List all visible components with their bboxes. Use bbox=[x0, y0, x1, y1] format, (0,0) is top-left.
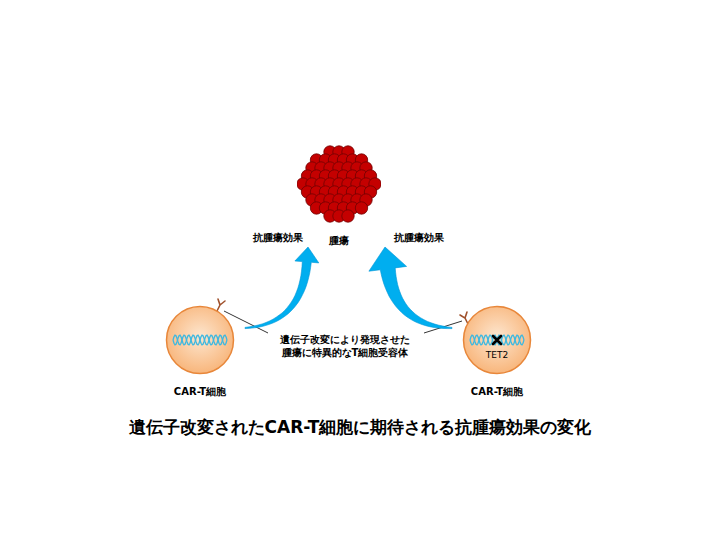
gene-label: TET2 bbox=[462, 350, 532, 361]
car-t-cell-node: CAR-T細胞 bbox=[155, 305, 245, 398]
knockout-cross bbox=[493, 336, 501, 344]
edge-label: 抗腫瘍効果 bbox=[393, 232, 445, 244]
cell-label: CAR-T細胞 bbox=[174, 386, 226, 398]
dna-strand bbox=[173, 335, 227, 345]
cell-label: CAR-T細胞 bbox=[471, 386, 523, 398]
car-t-cell-node: TET2CAR-T細胞 bbox=[452, 305, 542, 398]
effect-arrow bbox=[369, 247, 452, 329]
receptor-symbol bbox=[217, 299, 225, 311]
dna-strand bbox=[470, 335, 524, 345]
caption: 遺伝子改変されたCAR-T細胞に期待される抗腫瘍効果の変化 bbox=[0, 416, 720, 439]
tumor-cluster bbox=[297, 145, 381, 223]
dna-strand bbox=[173, 335, 227, 345]
cell-membrane bbox=[464, 307, 531, 374]
cell-circle bbox=[165, 305, 235, 375]
tumor-label: 腫瘍 bbox=[329, 235, 349, 247]
tumor-cell bbox=[355, 202, 367, 214]
edge-label: 抗腫瘍効果 bbox=[252, 232, 304, 244]
tumor-cell bbox=[342, 210, 354, 222]
tumor-node: 腫瘍 bbox=[297, 145, 381, 247]
cell-body bbox=[165, 305, 235, 375]
effect-arrow bbox=[245, 247, 319, 329]
cell-circle bbox=[462, 305, 532, 375]
receptor-note: 遺伝子改変により発現させた 腫瘍に特異的なT細胞受容体 bbox=[277, 333, 413, 359]
cell-body: TET2 bbox=[462, 305, 532, 375]
receptor-symbol bbox=[460, 312, 468, 324]
cell-membrane bbox=[167, 307, 234, 374]
dna-strand bbox=[470, 335, 524, 345]
